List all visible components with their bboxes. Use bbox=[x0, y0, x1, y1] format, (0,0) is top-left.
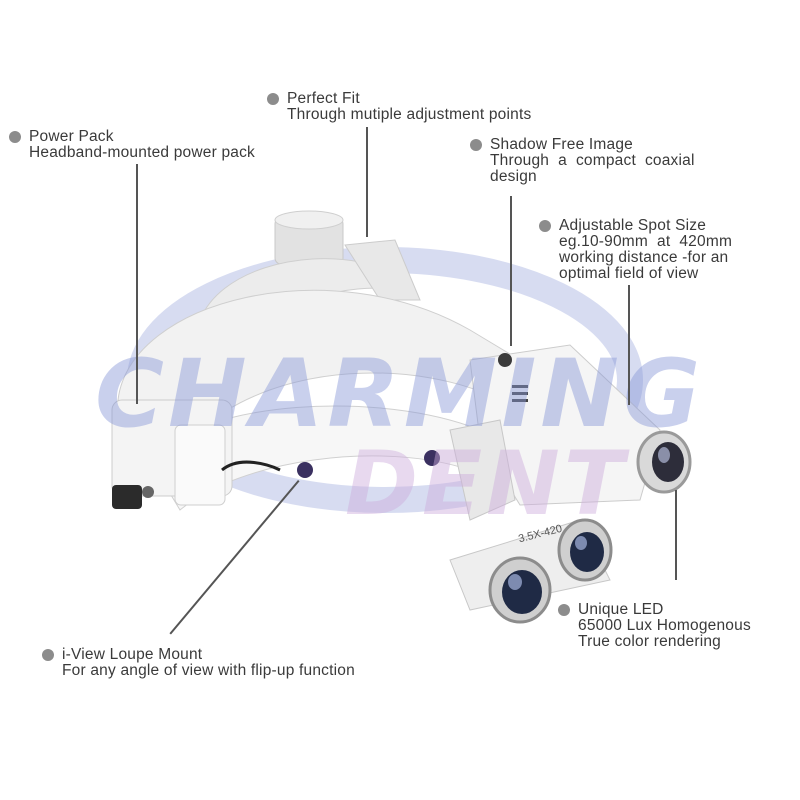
callout-title: Adjustable Spot Size bbox=[559, 217, 707, 234]
callout-title: Perfect Fit bbox=[287, 90, 360, 107]
callout-loupe-mount: i-View Loupe Mount For any angle of view… bbox=[42, 646, 355, 679]
callout-desc: design bbox=[490, 168, 537, 185]
binocular-loupes bbox=[449, 518, 613, 624]
callout-title: Unique LED bbox=[578, 601, 664, 618]
bullet-dot-icon bbox=[539, 220, 551, 232]
bullet-dot-icon bbox=[42, 649, 54, 661]
watermark-charming: CHARMING bbox=[95, 340, 705, 449]
callout-title: Power Pack bbox=[29, 128, 114, 145]
adjustment-knob-icon bbox=[274, 210, 344, 265]
callout-desc: Through a compact coaxial bbox=[490, 152, 695, 169]
callout-desc: 65000 Lux Homogenous bbox=[578, 617, 751, 634]
leader-line-led bbox=[675, 490, 677, 580]
callout-desc: For any angle of view with flip-up funct… bbox=[62, 662, 355, 679]
band-button-icon bbox=[424, 450, 440, 466]
led-headlight bbox=[469, 344, 692, 506]
bullet-dot-icon bbox=[558, 604, 570, 616]
band-button-icon bbox=[297, 462, 313, 478]
leader-line-shadow-free bbox=[510, 196, 512, 346]
callout-desc: Through mutiple adjustment points bbox=[287, 106, 532, 123]
bullet-dot-icon bbox=[470, 139, 482, 151]
callout-spot-size: Adjustable Spot Size eg.10-90mm at 420mm… bbox=[539, 217, 759, 282]
leader-line-perfect-fit bbox=[366, 127, 368, 237]
callout-power-pack: Power Pack Headband-mounted power pack bbox=[9, 128, 255, 161]
callout-desc: Headband-mounted power pack bbox=[29, 144, 255, 161]
bullet-dot-icon bbox=[9, 131, 21, 143]
watermark-dent: DENT bbox=[345, 432, 628, 535]
callout-desc: eg.10-90mm at 420mm bbox=[559, 233, 733, 250]
power-pack bbox=[111, 399, 233, 509]
leader-line-power-pack bbox=[136, 164, 138, 404]
callout-desc: working distance -for an bbox=[559, 249, 729, 266]
bullet-dot-icon bbox=[267, 93, 279, 105]
leader-line-spot-size bbox=[628, 285, 630, 405]
callout-perfect-fit: Perfect Fit Through mutiple adjustment p… bbox=[267, 90, 532, 123]
callout-shadow-free: Shadow Free Image Through a compact coax… bbox=[470, 136, 730, 185]
callout-desc: True color rendering bbox=[578, 633, 721, 650]
callout-desc: optimal field of view bbox=[559, 265, 699, 282]
callout-title: i-View Loupe Mount bbox=[62, 646, 203, 663]
callout-title: Shadow Free Image bbox=[490, 136, 633, 153]
callout-led: Unique LED 65000 Lux Homogenous True col… bbox=[558, 601, 751, 650]
